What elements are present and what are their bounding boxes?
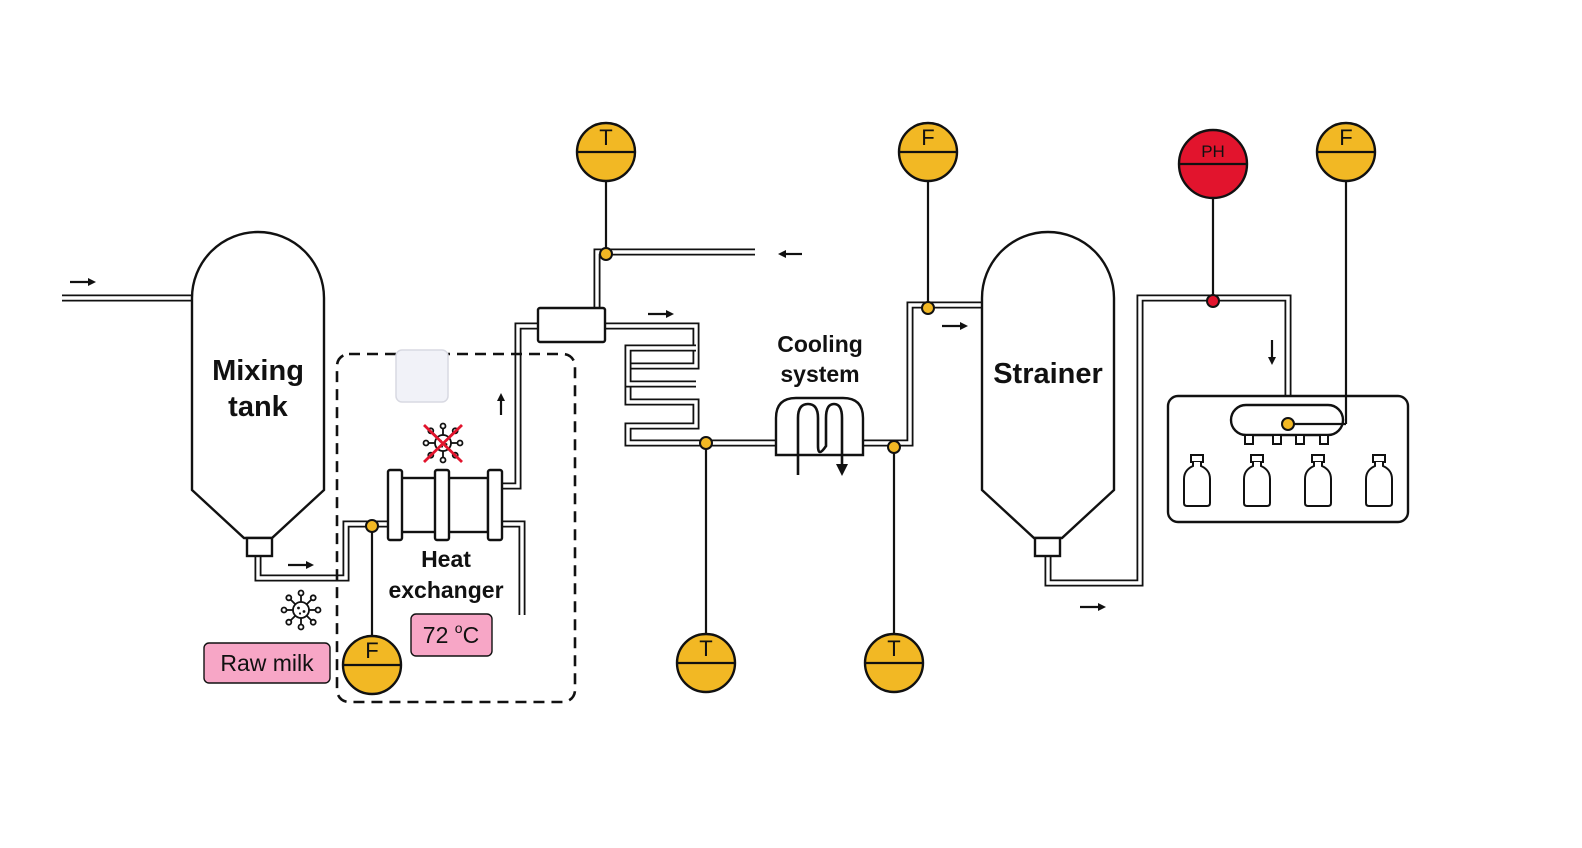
arrow-right-icon	[942, 322, 968, 330]
strainer: Strainer	[980, 230, 1116, 558]
gauge-flow-top[interactable]: F	[897, 121, 959, 183]
heat-exchanger-label-2: exchanger	[388, 577, 503, 603]
strainer-label: Strainer	[993, 358, 1103, 390]
arrow-right-icon	[288, 561, 314, 569]
heat-exchanger: Heat exchanger	[335, 349, 577, 704]
gauge-flow-bottom[interactable]: F	[341, 634, 403, 696]
regenerator	[536, 306, 607, 344]
cooling-system-label-2: system	[780, 361, 859, 387]
filling-station	[1166, 394, 1410, 524]
raw-milk-tag: Raw milk	[203, 642, 331, 684]
temperature-label: 72 oC	[423, 620, 479, 648]
cooling-system: Cooling system	[774, 331, 865, 476]
gauge-label: PH	[1201, 142, 1225, 161]
gauge-label: F	[365, 638, 378, 663]
arrow-right-icon	[70, 278, 96, 286]
arrow-right-icon	[648, 310, 674, 318]
gauge-label: F	[1339, 125, 1352, 150]
gauge-temperature-bottom-1[interactable]: T	[675, 632, 737, 694]
mixing-tank: Mixing tank	[190, 230, 326, 558]
cooling-system-label-1: Cooling	[777, 331, 863, 357]
arrow-up-icon	[497, 393, 505, 415]
raw-milk-label: Raw milk	[220, 650, 314, 676]
gauge-label: T	[887, 636, 900, 661]
gauge-label: T	[699, 636, 712, 661]
sensor-points	[365, 247, 1295, 533]
temperature-tag: 72 oC	[410, 613, 493, 657]
bacteria-icon	[280, 589, 322, 631]
gauge-label: T	[599, 125, 612, 150]
heat-exchanger-label-1: Heat	[421, 546, 471, 572]
sensor-lines	[370, 180, 1348, 640]
gauge-ph[interactable]: PH	[1177, 128, 1249, 200]
flow-arrows	[70, 250, 1276, 611]
blank-square-icon	[395, 349, 449, 403]
gauge-label: F	[921, 125, 934, 150]
pipe-network	[62, 248, 1292, 615]
gauge-flow-top-right[interactable]: F	[1315, 121, 1377, 183]
gauge-temperature-bottom-2[interactable]: T	[863, 632, 925, 694]
arrow-left-icon	[778, 250, 802, 258]
arrow-down-icon	[1268, 340, 1276, 365]
crossed-bacteria-icon	[422, 422, 464, 464]
gauge-temperature-top[interactable]: T	[575, 121, 637, 183]
mixing-tank-label-1: Mixing	[212, 355, 304, 387]
arrow-right-icon	[1080, 603, 1106, 611]
mixing-tank-label-2: tank	[228, 391, 289, 423]
